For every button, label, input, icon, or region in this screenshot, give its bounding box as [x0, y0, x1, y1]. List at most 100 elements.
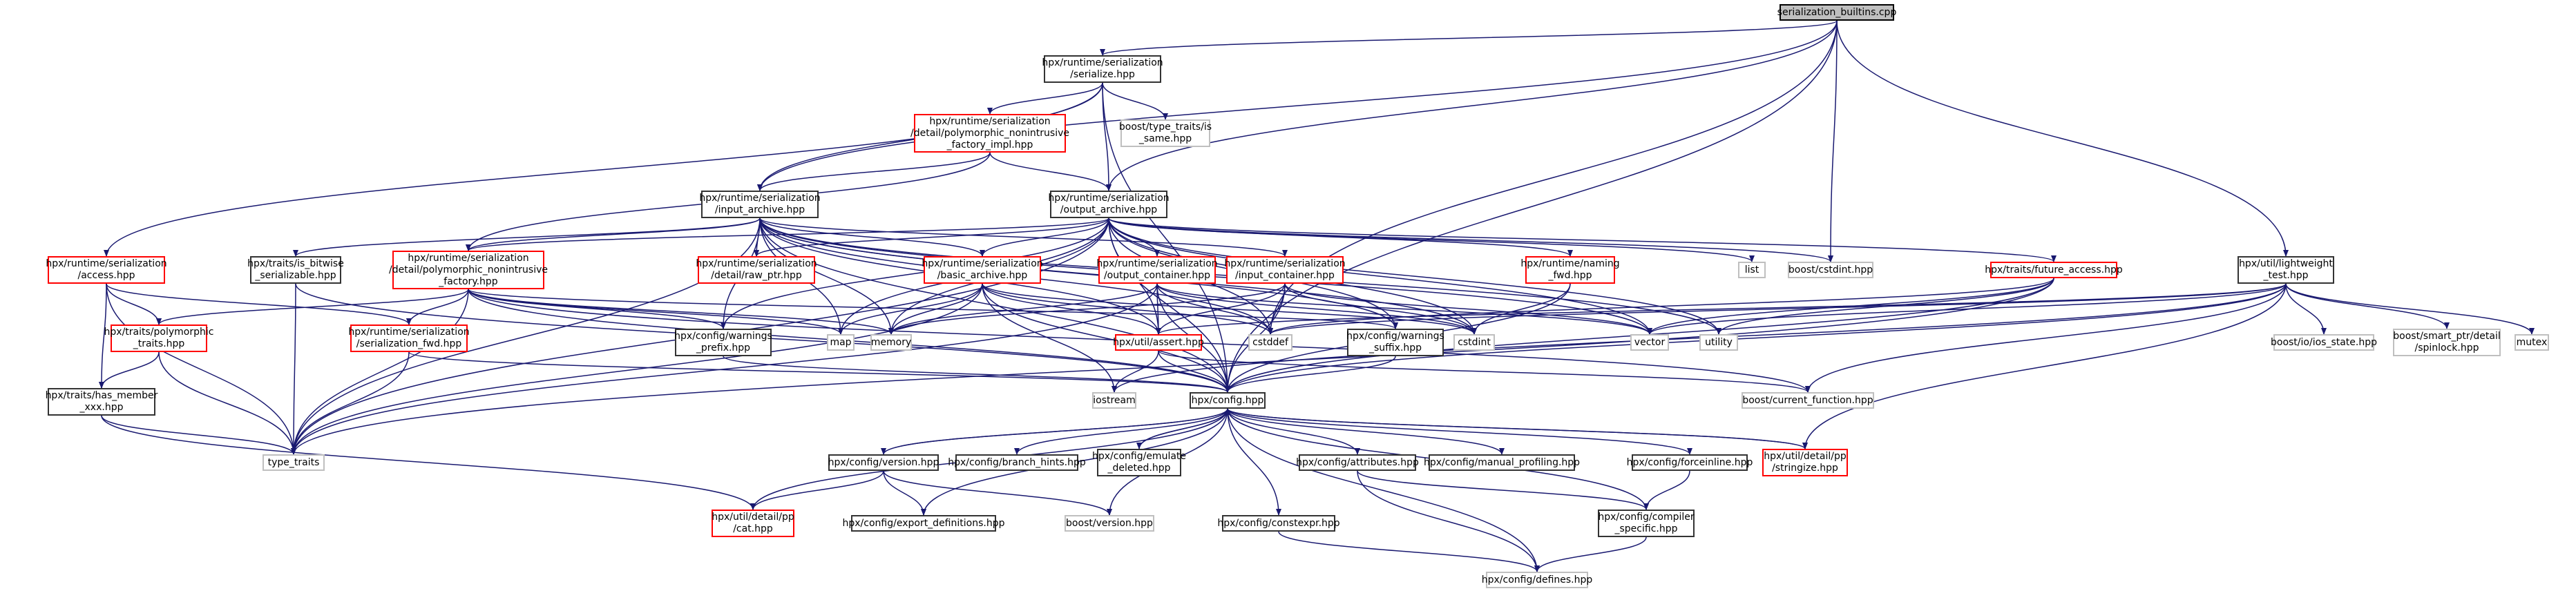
node-vector[interactable]: vector [1630, 334, 1669, 351]
node-map[interactable]: map [827, 334, 855, 351]
edge-config-to-attributes [1227, 408, 1360, 455]
edge-serialize-to-boost-is-same [1102, 82, 1168, 120]
edge-lightweight-to-vector [1647, 283, 2287, 335]
node-serialization-fwd[interactable]: hpx/runtime/serialization /serialization… [348, 324, 470, 352]
edge-root-to-serialize [1100, 20, 1838, 56]
node-boost-cstdint[interactable]: boost/cstdint.hpp [1788, 262, 1873, 278]
node-polyfactory[interactable]: hpx/runtime/serialization /detail/polymo… [389, 251, 548, 289]
edge-version-to-config [883, 408, 1230, 455]
edge-config-to-defines [1227, 408, 1540, 572]
node-input-archive[interactable]: hpx/runtime/serialization /input_archive… [699, 191, 821, 218]
edge-basic-archive-to-iostream [982, 283, 1117, 393]
edge-output-archive-to-vector [1108, 217, 1652, 335]
edge-assert-to-iostream [1112, 350, 1159, 393]
node-type-traits[interactable]: type_traits [263, 454, 325, 471]
edge-root-to-config [1225, 20, 1838, 393]
edge-future-access-to-cstddef [1268, 278, 2054, 335]
edge-attributes-to-defines [1357, 470, 1540, 572]
edge-lightweight-to-spinlock [2285, 283, 2450, 329]
node-current-function[interactable]: boost/current_function.hpp [1742, 392, 1874, 409]
node-mutex[interactable]: mutex [2515, 334, 2549, 351]
node-access[interactable]: hpx/runtime/serialization /access.hpp [46, 256, 167, 284]
node-cstddef[interactable]: cstddef [1248, 334, 1292, 351]
node-has-member[interactable]: hpx/traits/has_member _xxx.hpp [46, 388, 158, 416]
edge-lightweight-to-mutex [2285, 283, 2535, 335]
edge-serialize-to-config [1102, 82, 1230, 393]
node-polyimpl[interactable]: hpx/runtime/serialization /detail/polymo… [910, 114, 1069, 153]
node-version[interactable]: hpx/config/version.hpp [828, 454, 939, 471]
edge-output-archive-to-polyfactory [466, 217, 1109, 251]
edge-config-to-manual-profiling [1227, 408, 1505, 455]
edge-lightweight-to-assert [1156, 283, 2287, 335]
edge-output-archive-to-config [1108, 217, 1230, 393]
node-stringize[interactable]: hpx/util/detail/pp /stringize.hpp [1762, 449, 1848, 476]
edge-access-to-polymorphic-traits [106, 283, 162, 325]
node-export-definitions[interactable]: hpx/config/export_definitions.hpp [843, 515, 1004, 532]
node-emulate-deleted[interactable]: hpx/config/emulate _deleted.hpp [1092, 449, 1186, 476]
edge-polyfactory-to-warnings-prefix [468, 289, 726, 329]
node-polymorphic-traits[interactable]: hpx/traits/polymorphic _traits.hpp [104, 324, 213, 352]
edge-input-container-to-cstdint [1284, 283, 1477, 335]
node-lightweight[interactable]: hpx/util/lightweight _test.hpp [2238, 256, 2334, 284]
edge-polymorphic-traits-to-has-member [99, 351, 160, 389]
edge-input-container-to-memory [888, 283, 1286, 335]
node-output-container[interactable]: hpx/runtime/serialization /output_contai… [1096, 256, 1218, 284]
node-list[interactable]: list [1738, 262, 1766, 278]
edge-naming-fwd-to-cstdint [1471, 283, 1571, 335]
edge-lightweight-to-current-function [1805, 283, 2287, 393]
node-attributes[interactable]: hpx/config/attributes.hpp [1296, 454, 1419, 471]
node-warnings-suffix[interactable]: hpx/config/warnings _suffix.hpp [1346, 329, 1444, 356]
node-manual-profiling[interactable]: hpx/config/manual_profiling.hpp [1424, 454, 1580, 471]
edge-input-archive-to-polyfactory [466, 217, 761, 251]
node-config[interactable]: hpx/config.hpp [1190, 392, 1266, 409]
node-output-archive[interactable]: hpx/runtime/serialization /output_archiv… [1048, 191, 1170, 218]
node-is-bitwise[interactable]: hpx/traits/is_bitwise _serializable.hpp [247, 256, 344, 284]
node-branch-hints[interactable]: hpx/config/branch_hints.hpp [948, 454, 1086, 471]
node-utility[interactable]: utility [1699, 334, 1738, 351]
node-defines[interactable]: hpx/config/defines.hpp [1482, 572, 1592, 588]
node-warnings-prefix[interactable]: hpx/config/warnings _prefix.hpp [674, 329, 772, 356]
node-ios-state[interactable]: boost/io/ios_state.hpp [2271, 334, 2377, 351]
node-assert[interactable]: hpx/util/assert.hpp [1113, 334, 1204, 351]
node-raw-ptr[interactable]: hpx/runtime/serialization /detail/raw_pt… [696, 256, 817, 284]
edge-output-container-to-type-traits [291, 283, 1158, 455]
edge-assert-to-config [1158, 350, 1230, 393]
node-root[interactable]: serialization_builtins.cpp [1777, 4, 1896, 21]
node-input-container[interactable]: hpx/runtime/serialization /input_contain… [1224, 256, 1346, 284]
edge-output-container-to-memory [888, 283, 1158, 335]
edge-output-archive-to-raw-ptr [754, 217, 1109, 257]
edge-polyimpl-to-output-archive [989, 152, 1112, 191]
edge-emulate-deleted-to-config [1138, 408, 1230, 449]
node-boost-version[interactable]: boost/version.hpp [1065, 515, 1154, 532]
node-boost-is-same[interactable]: boost/type_traits/is _same.hpp [1119, 119, 1212, 147]
node-cstdint[interactable]: cstdint [1453, 334, 1495, 351]
node-serialize[interactable]: hpx/runtime/serialization /serialize.hpp [1042, 55, 1163, 83]
node-future-access[interactable]: hpx/traits/future_access.hpp [1985, 262, 2123, 278]
edge-config-to-branch-hints [1014, 408, 1228, 455]
node-memory[interactable]: memory [870, 334, 912, 351]
node-iostream[interactable]: iostream [1092, 392, 1136, 409]
node-forceinline[interactable]: hpx/config/forceinline.hpp [1627, 454, 1753, 471]
edge-basic-archive-to-cstdint [982, 283, 1477, 335]
edge-serialization-fwd-to-config [408, 351, 1230, 393]
edge-config-to-constexpr [1227, 408, 1281, 516]
edge-version-to-boost-version [883, 470, 1112, 516]
node-naming-fwd[interactable]: hpx/runtime/naming _fwd.hpp [1520, 256, 1620, 284]
node-constexpr[interactable]: hpx/config/constexpr.hpp [1217, 515, 1340, 532]
edge-access-to-type-traits [106, 283, 296, 455]
node-spinlock[interactable]: boost/smart_ptr/detail /spinlock.hpp [2393, 329, 2501, 356]
edge-warnings-suffix-to-config [1225, 356, 1396, 393]
node-compiler-specific[interactable]: hpx/config/compiler _specific.hpp [1598, 510, 1695, 537]
edge-output-archive-to-warnings-prefix [721, 217, 1109, 329]
edge-lightweight-to-config [1225, 283, 2287, 393]
edge-polyfactory-to-type-traits [291, 289, 469, 455]
node-cat[interactable]: hpx/util/detail/pp /cat.hpp [712, 510, 794, 537]
node-basic-archive[interactable]: hpx/runtime/serialization /basic_archive… [922, 256, 1043, 284]
edge-is-bitwise-to-type-traits [291, 283, 297, 455]
edge-output-container-to-cstdint [1156, 283, 1477, 335]
edge-basic-archive-to-cstddef [982, 283, 1273, 335]
edge-input-container-to-assert [1156, 283, 1286, 335]
edge-serialization-fwd-to-type-traits [291, 351, 410, 455]
edge-output-archive-to-future-access [1108, 217, 2057, 262]
